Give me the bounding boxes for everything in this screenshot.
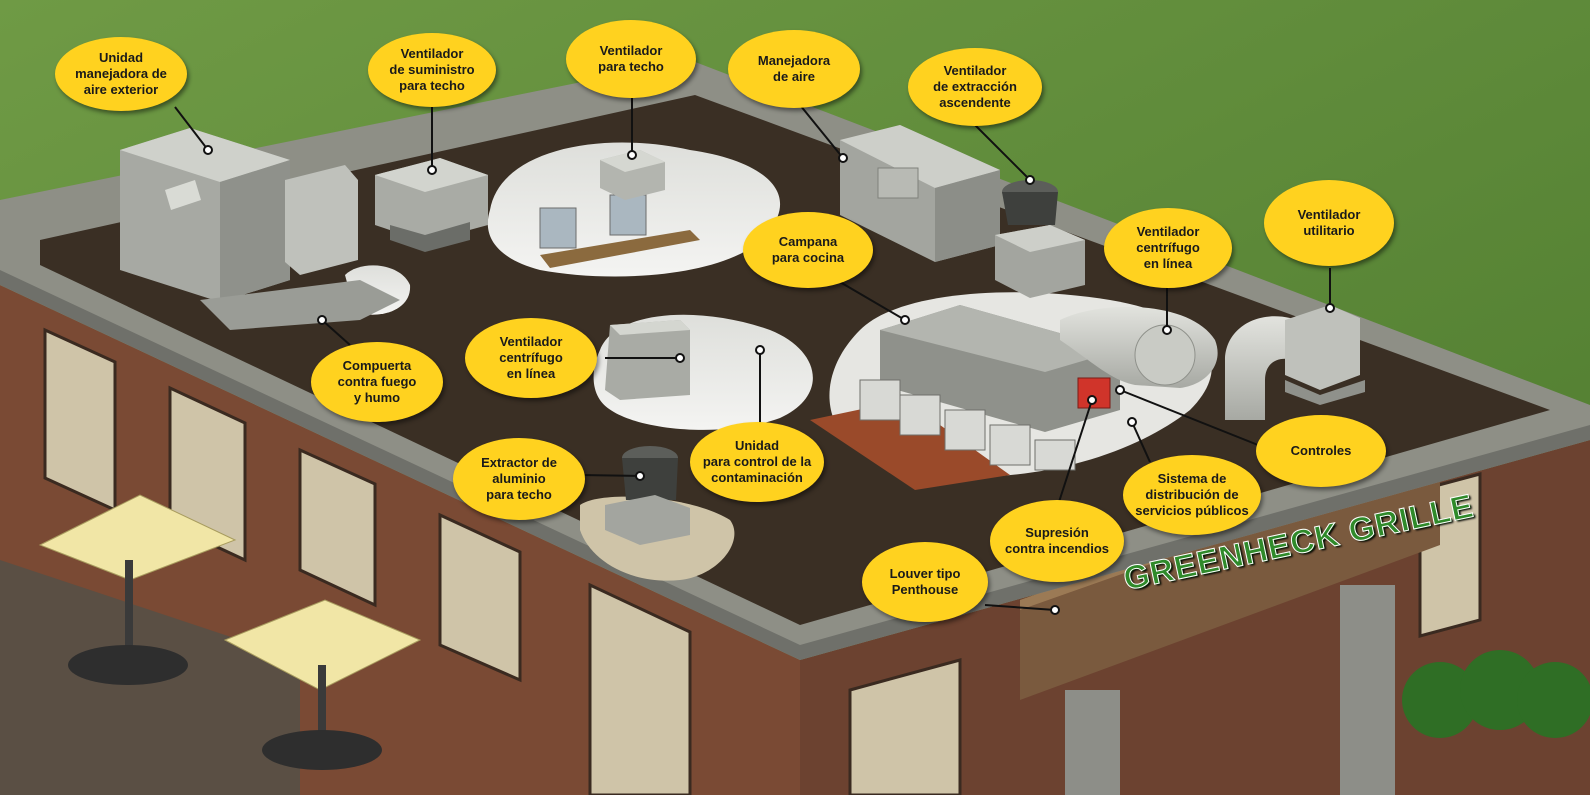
- left-windows: [43, 327, 692, 795]
- label-utility-distribution-system: Sistema de distribución de servicios púb…: [1123, 455, 1261, 535]
- entry-canopy: [1020, 462, 1440, 700]
- label-upblast-exhaust-fan: Ventilador de extracción ascendente: [908, 48, 1042, 126]
- utility-fan-unit: [1225, 305, 1365, 420]
- label-controls: Controles: [1256, 415, 1386, 487]
- label-aluminum-roof-exhaust: Extractor de aluminio para techo: [453, 438, 585, 520]
- umbrella-2: [223, 599, 422, 691]
- exterior-air-handler-unit: [120, 128, 400, 330]
- label-penthouse-louver: Louver tipo Penthouse: [862, 542, 988, 622]
- label-pollution-control-unit: Unidad para control de la contaminación: [690, 422, 824, 502]
- umbrella-1: [38, 494, 237, 581]
- patio: [0, 494, 422, 795]
- restroom-mirror-1: [539, 207, 577, 249]
- entry-column-left: [1065, 690, 1120, 795]
- restroom-counter: [540, 230, 700, 268]
- entry-column-right: [1340, 585, 1395, 795]
- roof-fan-unit: [600, 150, 665, 200]
- label-supply-roof-fan: Ventilador de suministro para techo: [368, 33, 496, 107]
- air-handler-unit: [840, 125, 1000, 262]
- upblast-exhaust-fan-unit: [995, 180, 1085, 298]
- aluminum-roof-exhaust-unit: [605, 446, 690, 545]
- kitchen-tile-floor: [810, 400, 1010, 490]
- label-kitchen-hood: Campana para cocina: [743, 212, 873, 288]
- label-inline-centrifugal-fan-right: Ventilador centrífugo en línea: [1104, 208, 1232, 288]
- label-fire-smoke-damper: Compuerta contra fuego y humo: [311, 342, 443, 422]
- label-air-handler: Manejadora de aire: [728, 30, 860, 108]
- inline-centrifugal-fan-left-unit: [605, 320, 690, 400]
- shrubs: [1402, 650, 1590, 738]
- supply-roof-fan-unit: [375, 158, 488, 252]
- label-roof-fan: Ventilador para techo: [566, 20, 696, 98]
- inline-centrifugal-fan-right-duct: [1060, 306, 1218, 388]
- label-utility-fan: Ventilador utilitario: [1264, 180, 1394, 266]
- restroom-mirror-2: [609, 194, 647, 236]
- label-exterior-air-handler: Unidad manejadora de aire exterior: [55, 37, 187, 111]
- label-inline-centrifugal-fan-left: Ventilador centrífugo en línea: [465, 318, 597, 398]
- label-fire-suppression: Supresión contra incendios: [990, 500, 1124, 582]
